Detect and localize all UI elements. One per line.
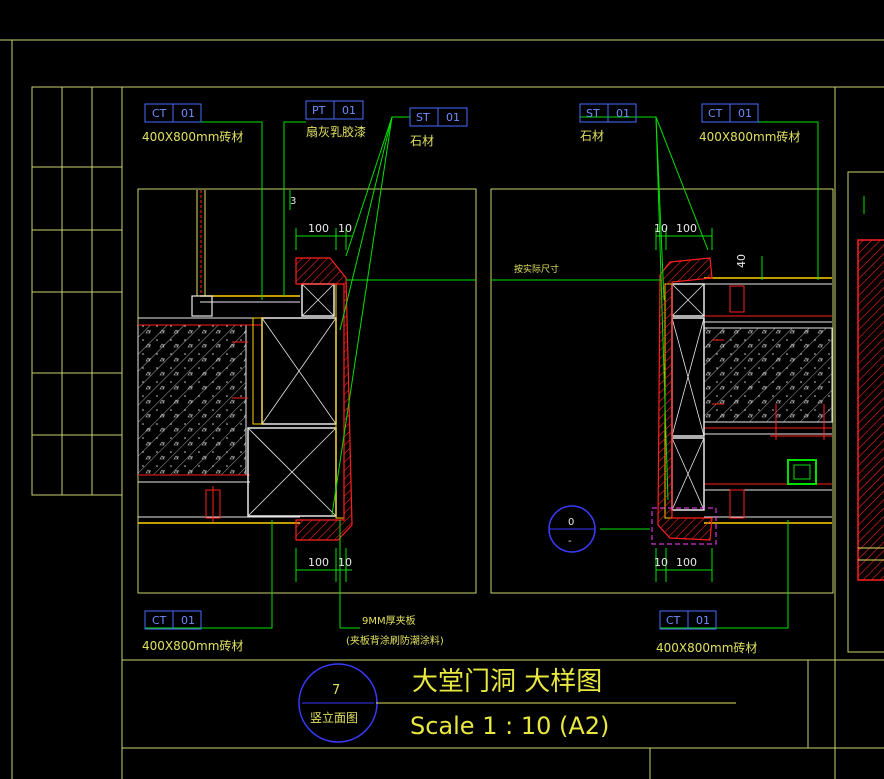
label-paint: 扇灰乳胶漆 [306, 124, 366, 139]
dimension-text: 100 10 3 100 10 10 100 40 10 100 [290, 196, 748, 569]
tag-code: ST [586, 107, 600, 120]
material-tag-ct-right-bottom: CT 01 [659, 610, 717, 630]
material-tag-ct-left-bottom: CT 01 [144, 610, 202, 630]
dim-right-bottom-100: 100 [676, 556, 697, 569]
sheet-number: 7 [332, 683, 340, 698]
right-section-detail [651, 257, 833, 545]
dim-left-top-10: 10 [338, 222, 352, 235]
dim-right-top-40: 40 [735, 254, 748, 268]
drawing-scale: Scale 1 : 10 (A2) [410, 712, 609, 740]
label-site-dimension: 按实际尺寸 [514, 263, 559, 275]
left-stone-facing [295, 257, 353, 541]
material-tag-ct-right-top: CT 01 [701, 103, 759, 123]
dim-left-top-3: 3 [290, 196, 296, 207]
label-tile-left-bottom: 400X800mm砖材 [142, 638, 243, 653]
dim-right-top-100: 100 [676, 222, 697, 235]
tag-number: 01 [616, 107, 630, 120]
section-marker-number: 0 [568, 517, 574, 528]
dim-left-bottom-10: 10 [338, 556, 352, 569]
tag-number: 01 [696, 614, 710, 627]
label-tile-right-top: 400X800mm砖材 [699, 129, 800, 144]
tag-code: ST [416, 111, 430, 124]
tag-code: CT [708, 107, 723, 120]
label-board-note: 9MM厚夹板 [362, 614, 416, 627]
material-tag-st-left: ST 01 [409, 107, 468, 127]
material-tag-ct-left-top: CT 01 [144, 103, 202, 123]
dim-left-bottom-100: 100 [308, 556, 329, 569]
tag-code: CT [666, 614, 681, 627]
side-detail [857, 196, 884, 581]
detail-callout-box [651, 507, 717, 545]
drawing-title: 大堂门洞 大样图 [412, 667, 602, 697]
tag-code: CT [152, 107, 167, 120]
right-stone-facing [657, 257, 713, 541]
dim-right-top-10: 10 [654, 222, 668, 235]
tag-number: 01 [738, 107, 752, 120]
side-detail-viewport [847, 171, 884, 653]
material-tag-pt: PT 01 [305, 100, 364, 120]
label-stone-right: 石材 [580, 129, 604, 143]
steel-tube [787, 459, 817, 485]
view-name: 竖立面图 [310, 710, 358, 725]
right-detail-viewport [490, 188, 834, 594]
material-tag-st-right: ST 01 [579, 103, 637, 123]
label-tile-right-bottom: 400X800mm砖材 [656, 640, 757, 655]
tag-number: 01 [181, 614, 195, 627]
label-stone-left: 石材 [410, 134, 434, 148]
material-labels: 400X800mm砖材 扇灰乳胶漆 石材 石材 400X800mm砖材 400X… [142, 124, 800, 655]
dim-right-bottom-10: 10 [654, 556, 668, 569]
tag-code: PT [312, 104, 326, 117]
section-marker-sub: - [568, 536, 572, 547]
tag-number: 01 [181, 107, 195, 120]
section-marker: 0 - [548, 505, 596, 553]
tag-code: CT [152, 614, 167, 627]
revision-table [31, 86, 123, 496]
label-board-note-sub: (夹板背涂刷防潮涂料) [346, 634, 444, 647]
leader-lines [145, 116, 819, 629]
title-block: 7 竖立面图 大堂门洞 大样图 Scale 1 : 10 (A2) [298, 663, 736, 743]
label-tile-left-top: 400X800mm砖材 [142, 129, 243, 144]
left-concrete-hatch [138, 325, 246, 475]
left-section-detail [137, 190, 353, 541]
dim-left-top-100: 100 [308, 222, 329, 235]
tag-number: 01 [446, 111, 460, 124]
tag-number: 01 [342, 104, 356, 117]
